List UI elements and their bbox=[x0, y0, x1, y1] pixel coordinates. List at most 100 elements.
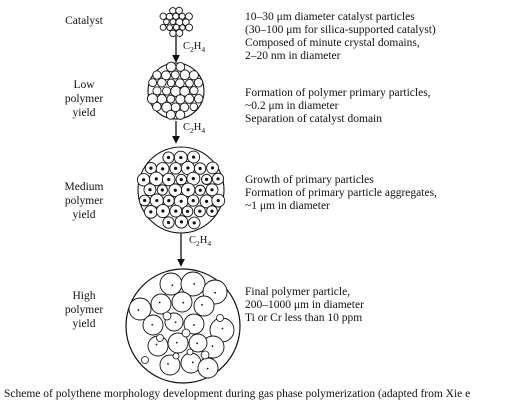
polymer-cell bbox=[188, 333, 208, 353]
catalyst-domain-dot bbox=[210, 166, 215, 170]
catalyst-domain-dot bbox=[179, 178, 183, 182]
reagent-mid: H bbox=[193, 41, 202, 52]
primary-particle bbox=[175, 94, 186, 105]
stage-description-medium-yield: Growth of primary particles Formation of… bbox=[245, 174, 437, 213]
stage-label-line: yield bbox=[72, 209, 96, 221]
stage-label-line: polymer bbox=[64, 93, 104, 105]
small-aggregate bbox=[186, 348, 194, 356]
description-line: 200–1000 μm in diameter bbox=[245, 299, 364, 311]
catalyst-domain-dot bbox=[143, 198, 147, 203]
catalyst-domain-dot bbox=[191, 177, 195, 181]
catalyst-domain-dot bbox=[196, 342, 198, 345]
stage-description-high-yield: Final polymer particle, 200–1000 μm in d… bbox=[245, 286, 364, 325]
stage-label-line: yield bbox=[72, 318, 96, 330]
catalyst-domain-dot bbox=[211, 345, 214, 348]
stage-label-line: Low bbox=[73, 79, 95, 91]
primary-particle bbox=[159, 23, 167, 31]
primary-particle bbox=[162, 86, 172, 96]
catalyst-domain-dot bbox=[210, 209, 214, 213]
primary-particle bbox=[170, 70, 180, 80]
stage-label-line: polymer bbox=[64, 304, 104, 316]
description-line: Composed of minute crystal domains, bbox=[245, 37, 420, 49]
primary-particle bbox=[148, 78, 158, 88]
small-aggregate bbox=[162, 311, 172, 321]
catalyst-domain-dot bbox=[192, 221, 196, 225]
primary-particle bbox=[184, 93, 195, 104]
polymer-cell bbox=[128, 297, 152, 321]
primary-particle bbox=[175, 29, 184, 37]
primary-particle bbox=[193, 93, 204, 104]
primary-particle bbox=[172, 12, 180, 20]
primary-particle bbox=[185, 78, 194, 88]
catalyst-domain-dot bbox=[191, 361, 194, 364]
reagent-sub: 4 bbox=[201, 45, 206, 55]
catalyst-domain-dot bbox=[160, 188, 164, 192]
description-line: ~1 μm in diameter bbox=[245, 200, 330, 212]
description-line: Formation of polymer primary particles, bbox=[245, 87, 431, 99]
catalyst-domain-dot bbox=[149, 166, 153, 170]
primary-particle bbox=[193, 78, 204, 88]
catalyst-domain-dot bbox=[149, 210, 153, 214]
catalyst-domain-dot bbox=[174, 321, 177, 324]
primary-particle bbox=[188, 70, 199, 81]
primary-particle bbox=[166, 78, 176, 88]
stage-description-catalyst: 10–30 μm diameter catalyst particles (30… bbox=[245, 11, 436, 63]
description-line: Final polymer particle, bbox=[245, 286, 351, 298]
catalyst-domain-dot bbox=[161, 167, 165, 171]
catalyst-domain-dot bbox=[173, 188, 177, 192]
reagent-base: C bbox=[183, 122, 191, 133]
catalyst-domain-dot bbox=[148, 188, 152, 192]
small-aggregate bbox=[200, 350, 210, 360]
description-line: 2–20 nm in diameter bbox=[245, 50, 341, 62]
polymer-cell bbox=[159, 354, 181, 376]
catalyst-domain-dot bbox=[167, 177, 171, 182]
catalyst-domain-dot bbox=[161, 209, 165, 213]
catalyst-domain-dot bbox=[205, 177, 209, 181]
low-yield-particle bbox=[146, 61, 205, 120]
primary-particle bbox=[175, 109, 186, 120]
polymer-cell bbox=[167, 332, 189, 354]
catalyst-domain-dot bbox=[191, 198, 195, 203]
small-aggregate bbox=[216, 314, 224, 322]
description-line: Ti or Cr less than 10 ppm bbox=[245, 312, 363, 324]
catalyst-domain-dot bbox=[174, 209, 178, 213]
primary-particle bbox=[172, 23, 180, 31]
medium-yield-particle bbox=[136, 146, 226, 234]
description-line: Growth of primary particles bbox=[245, 174, 374, 186]
polymer-cell bbox=[159, 272, 183, 296]
reagent-sub: 2 bbox=[190, 126, 194, 136]
polymer-cell bbox=[183, 313, 205, 335]
catalyst-domain-dot bbox=[193, 324, 195, 326]
stage-label-line: High bbox=[72, 290, 96, 302]
stage-label-medium-yield: Medium polymer yield bbox=[44, 180, 124, 222]
description-line: Separation of catalyst domain bbox=[245, 113, 383, 125]
primary-particle bbox=[179, 24, 186, 31]
catalyst-domain-dot bbox=[198, 188, 202, 192]
reagent-mid: H bbox=[193, 122, 202, 133]
stage-description-low-yield: Formation of polymer primary particles, … bbox=[245, 87, 431, 126]
catalyst-domain-dot bbox=[155, 198, 159, 203]
catalyst-domain-dot bbox=[158, 301, 161, 304]
catalyst-domain-dot bbox=[167, 199, 171, 203]
primary-particle bbox=[189, 86, 199, 96]
catalyst-domain-dot bbox=[155, 343, 158, 346]
polymer-cell bbox=[180, 271, 206, 297]
primary-particle bbox=[152, 86, 162, 96]
catalyst-domain-dot bbox=[174, 166, 178, 170]
catalyst-domain-dot bbox=[142, 178, 146, 182]
catalyst-domain-dot bbox=[191, 155, 196, 159]
primary-particle bbox=[179, 102, 190, 113]
catalyst-domain-dot bbox=[182, 301, 185, 304]
reagent-label-1: C2H4 bbox=[183, 41, 205, 54]
reagent-sub: 4 bbox=[207, 239, 212, 249]
catalyst-domain-dot bbox=[166, 220, 171, 225]
catalyst-domain-dot bbox=[179, 155, 183, 160]
stage-label-line: Medium bbox=[64, 181, 104, 193]
stage-label-catalyst: Catalyst bbox=[44, 14, 124, 28]
catalyst-domain-dot bbox=[167, 363, 169, 365]
catalyst-domain-dot bbox=[185, 209, 190, 214]
catalyst-domain-dot bbox=[216, 199, 220, 203]
small-aggregate bbox=[156, 334, 164, 342]
polymer-cell bbox=[171, 291, 193, 313]
